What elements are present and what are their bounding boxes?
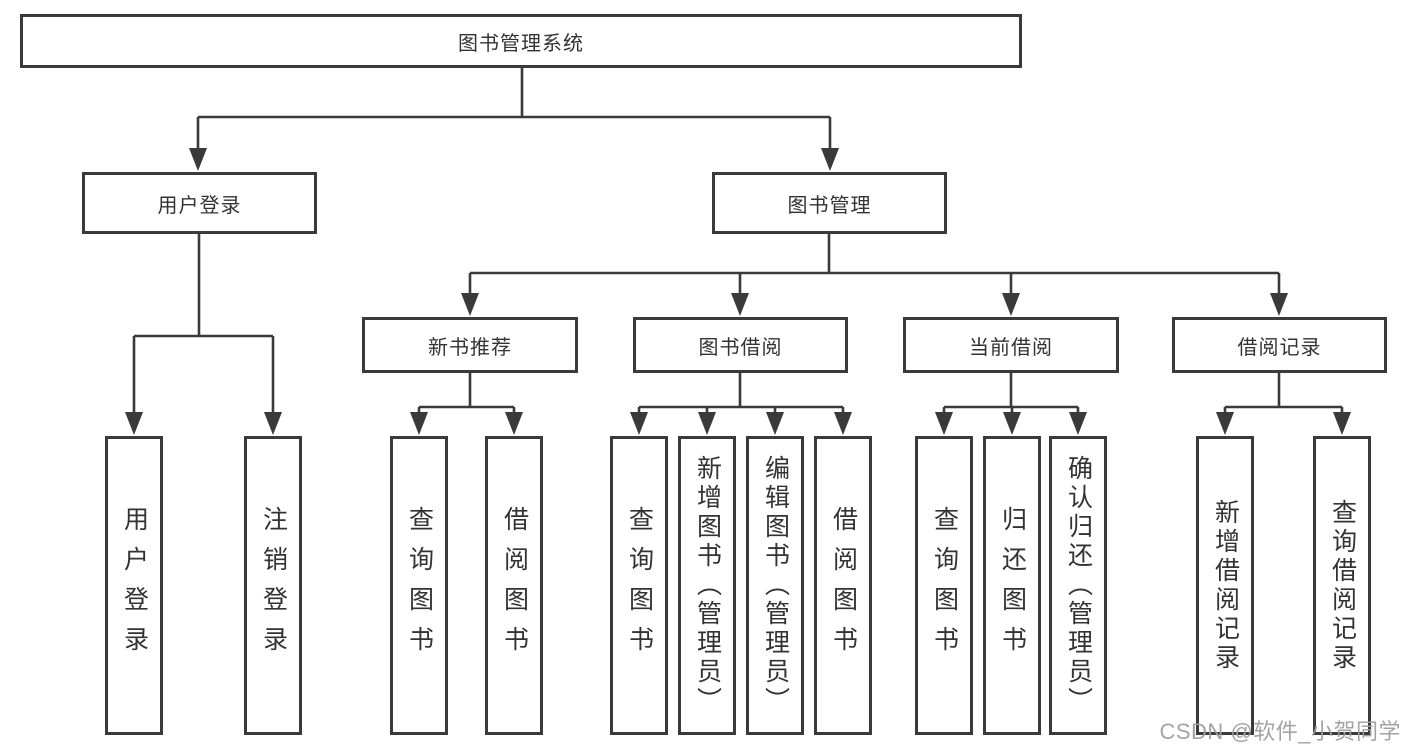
leaf-label: 编辑图书（管理员） xyxy=(761,455,790,716)
leaf-label: 查询图书 xyxy=(405,505,434,666)
leaf-label: 用户登录 xyxy=(120,505,149,666)
node-new-book-recommend: 新书推荐 xyxy=(362,317,578,373)
node-label: 图书管理系统 xyxy=(458,32,584,55)
leaf-label: 归还图书 xyxy=(998,505,1027,666)
node-current-borrow: 当前借阅 xyxy=(903,317,1119,373)
leaf-query-books-recommend: 查询图书 xyxy=(390,436,448,735)
leaf-label: 借阅图书 xyxy=(500,505,529,666)
leaf-query-books-current: 查询图书 xyxy=(915,436,973,735)
leaf-label: 查询图书 xyxy=(625,505,654,666)
leaf-logout: 注销登录 xyxy=(244,436,302,735)
leaf-label: 借阅图书 xyxy=(829,505,858,666)
leaf-label: 查询借阅记录 xyxy=(1328,498,1357,673)
leaf-user-login: 用户登录 xyxy=(105,436,163,735)
node-label: 借阅记录 xyxy=(1237,336,1322,359)
node-library-management-system: 图书管理系统 xyxy=(20,14,1022,68)
leaf-query-borrow-record: 查询借阅记录 xyxy=(1313,436,1371,735)
node-label: 图书借阅 xyxy=(698,336,783,359)
leaf-label: 新增图书（管理员） xyxy=(693,455,722,716)
node-label: 新书推荐 xyxy=(428,336,512,359)
leaf-add-borrow-record: 新增借阅记录 xyxy=(1196,436,1254,735)
node-label: 图书管理 xyxy=(787,194,872,217)
watermark: CSDN @软件_小贺同学 xyxy=(1159,719,1401,744)
node-borrow-record: 借阅记录 xyxy=(1172,317,1387,373)
node-book-management: 图书管理 xyxy=(712,172,947,234)
leaf-label: 新增借阅记录 xyxy=(1211,498,1240,673)
leaf-confirm-return-admin: 确认归还（管理员） xyxy=(1049,436,1107,735)
leaf-edit-books-admin: 编辑图书（管理员） xyxy=(746,436,804,735)
leaf-label: 确认归还（管理员） xyxy=(1064,455,1093,716)
leaf-query-books-borrow: 查询图书 xyxy=(610,436,668,735)
node-label: 用户登录 xyxy=(157,194,242,217)
node-user-login: 用户登录 xyxy=(82,172,317,234)
leaf-label: 注销登录 xyxy=(259,505,288,666)
leaf-return-books: 归还图书 xyxy=(983,436,1041,735)
node-label: 当前借阅 xyxy=(969,336,1053,359)
node-book-borrow: 图书借阅 xyxy=(633,317,848,373)
leaf-label: 查询图书 xyxy=(930,505,959,666)
leaf-add-books-admin: 新增图书（管理员） xyxy=(678,436,736,735)
leaf-borrow-books-recommend: 借阅图书 xyxy=(485,436,543,735)
leaf-borrow-books: 借阅图书 xyxy=(814,436,872,735)
